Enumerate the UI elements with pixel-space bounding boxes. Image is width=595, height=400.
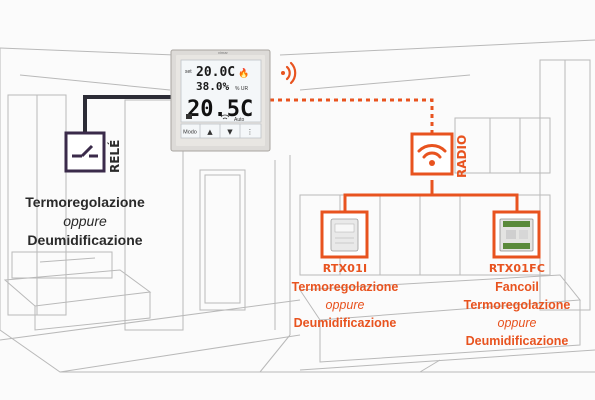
thermostat-set-humidity: 38.0%	[196, 80, 229, 93]
thermostat: vimar set 20.0C 38.0% 20.5C % UR 🔥 Modo …	[170, 49, 271, 152]
house-lines	[0, 39, 595, 373]
thermostat-set-label: set	[185, 69, 192, 75]
thermostat-button-mode[interactable]: Modo	[183, 130, 197, 136]
thermostat-button-down[interactable]: ▼	[227, 128, 233, 136]
relay-line-2: oppure	[63, 213, 107, 229]
relay-wire	[83, 95, 171, 146]
rtx01i-line-2: oppure	[325, 298, 365, 312]
radio-wifi-icon	[410, 132, 454, 176]
thermostat-button-strip	[180, 123, 262, 139]
relay-line-1: Termoregolazione	[25, 194, 145, 210]
relay-description: Termoregolazione oppure Deumidificazione	[8, 193, 162, 250]
rtx01i-model: RTX01I	[322, 262, 368, 275]
thermostat-set-temp: 20.0C	[196, 65, 235, 80]
rtx01i-description: RTX01I Termoregolazione oppure Deumidifi…	[268, 260, 422, 332]
thermostat-room-temp: 20.5C	[187, 97, 253, 122]
rtx01fc-line-2: Termoregolazione	[463, 298, 571, 312]
thermostat-wifi-icon	[220, 114, 230, 120]
radio-tag: RADIO	[455, 134, 469, 178]
relay-switch-icon	[64, 131, 106, 173]
radio-waves-icon	[281, 61, 297, 85]
rtx01i-line-1: Termoregolazione	[291, 280, 399, 294]
rtx01i-line-3: Deumidificazione	[293, 316, 397, 330]
rtx01i-module	[320, 210, 369, 259]
radio-link-dotted	[270, 98, 434, 134]
rtx01fc-description: RTX01FC Fancoil Termoregolazione oppure …	[446, 260, 588, 350]
relay-line-3: Deumidificazione	[27, 232, 143, 248]
thermostat-mode-text: Auto	[234, 117, 245, 123]
thermostat-button-menu[interactable]: ⋮	[247, 128, 254, 136]
relay-tag: RELÉ	[108, 139, 122, 173]
thermostat-brand: vimar	[218, 50, 228, 55]
rtx01fc-line-4: Deumidificazione	[465, 334, 569, 348]
flame-icon: 🔥	[238, 67, 249, 79]
thermostat-screen	[180, 59, 262, 123]
radio-bus-wire	[343, 193, 519, 212]
rtx01fc-line-3: oppure	[497, 316, 537, 330]
thermostat-battery-icon	[186, 114, 192, 119]
thermostat-humidity-unit: % UR	[235, 86, 248, 92]
rtx01fc-model: RTX01FC	[488, 262, 546, 275]
rtx01fc-module	[492, 210, 541, 259]
thermostat-button-up[interactable]: ▲	[207, 128, 213, 136]
rtx01fc-line-1: Fancoil	[495, 280, 539, 294]
